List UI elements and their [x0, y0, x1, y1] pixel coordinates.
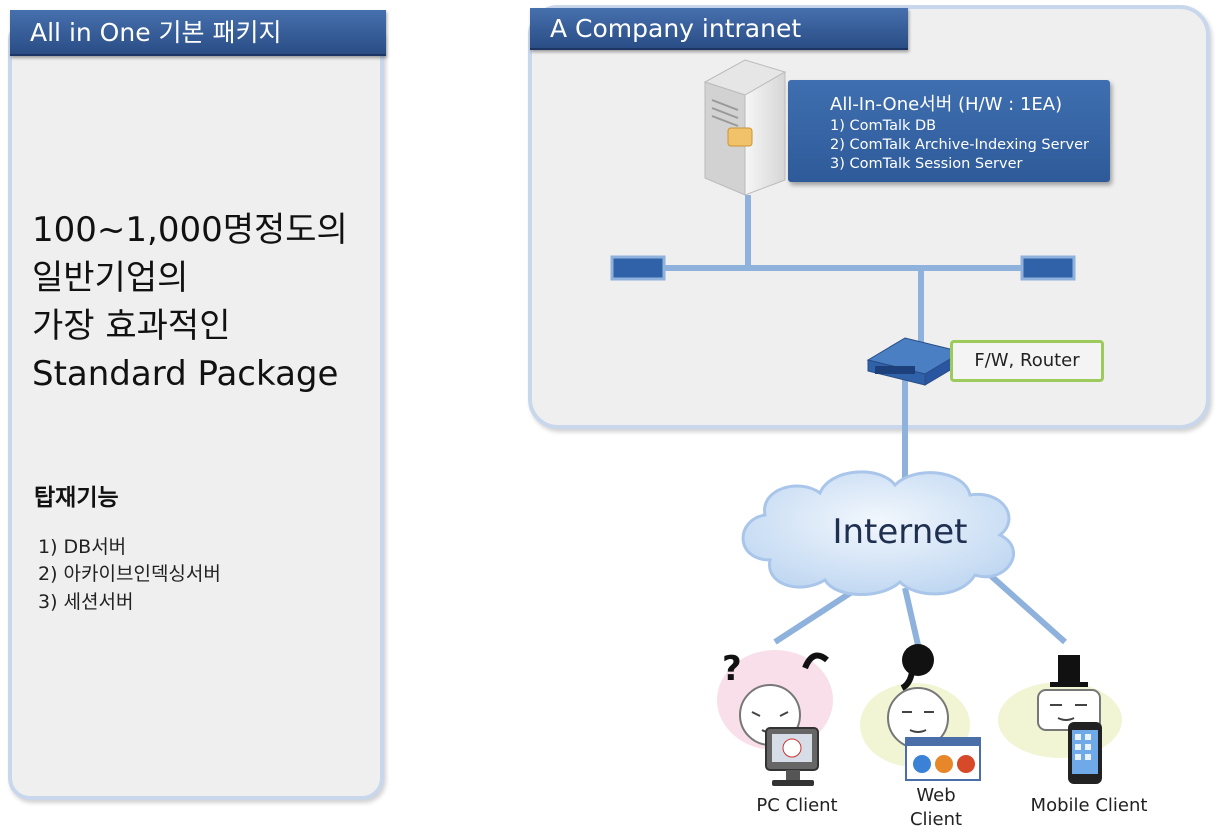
server-item-session: 3) ComTalk Session Server [830, 156, 1023, 172]
router-label: F/W, Router [950, 340, 1104, 382]
intranet-title: A Company intranet [530, 8, 908, 50]
heading-line-4: Standard Package [32, 354, 339, 394]
svg-text:?: ? [722, 649, 742, 689]
web-client-label: Web Client [896, 784, 976, 832]
feature-item-db: 1) DB서버 [38, 536, 127, 558]
switch-port-left [610, 255, 666, 281]
network-links [664, 195, 1067, 646]
package-title: All in One 기본 패키지 [10, 10, 386, 56]
router-icon [866, 337, 964, 386]
web-client-label-line-1: Web [916, 785, 956, 806]
pc-client-label: PC Client [756, 795, 838, 816]
features-heading: 탑재기능 [34, 485, 119, 511]
web-client-character-icon [860, 644, 981, 781]
server-item-db: 1) ComTalk DB [830, 118, 937, 134]
internet-cloud-icon [741, 470, 1015, 596]
heading-line-1: 100~1,000명정도의 [32, 210, 348, 250]
web-client-label-line-2: Client [909, 809, 963, 830]
mobile-client-label: Mobile Client [1030, 795, 1148, 816]
heading-line-2: 일반기업의 [32, 258, 189, 298]
server-icon [703, 59, 787, 196]
feature-item-archive: 2) 아카이브인덱싱서버 [38, 563, 221, 585]
server-info-box: All-In-One서버 (H/W : 1EA) 1) ComTalk DB 2… [788, 80, 1110, 182]
switch-port-right [1020, 255, 1076, 281]
heading-line-3: 가장 효과적인 [32, 306, 231, 346]
package-panel [8, 18, 384, 800]
internet-label: Internet [832, 512, 968, 552]
server-item-archive: 2) ComTalk Archive-Indexing Server [830, 137, 1089, 153]
server-title: All-In-One서버 (H/W : 1EA) [830, 94, 1063, 115]
pc-client-character-icon: ? [717, 649, 833, 786]
feature-item-session: 3) 세션서버 [38, 591, 134, 613]
mobile-client-character-icon [998, 655, 1122, 784]
